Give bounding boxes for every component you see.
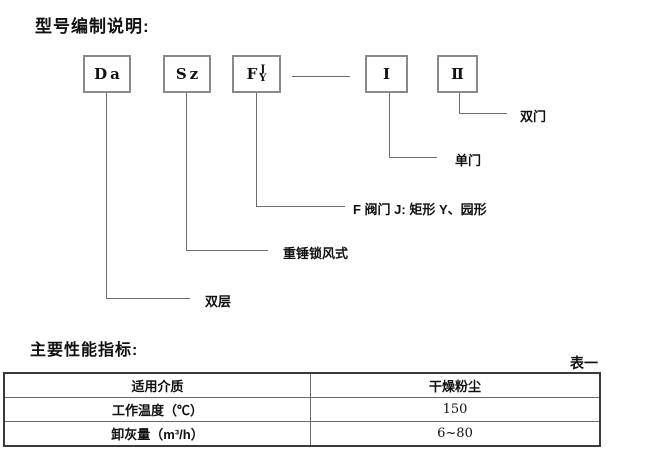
row-discharge-label: 卸灰量（m³/h） [3, 421, 311, 447]
model-code-f-label: F [246, 65, 258, 83]
callout-single-door: 单门 [455, 153, 482, 168]
leader-vertical-sz [186, 93, 187, 250]
callout-valve-shape: F 阀门 J: 矩形 Y、园形 [353, 202, 487, 217]
table-number-tag: 表一 [570, 355, 598, 371]
model-code-j-option: J [260, 64, 266, 75]
model-designation-title: 型号编制说明: [35, 17, 150, 36]
leader-horizontal-two [459, 113, 507, 114]
model-code-jy-stack: J Y [259, 64, 267, 84]
table-row: 适用介质 干燥粉尘 [3, 372, 601, 398]
model-code-box-da: Da [83, 55, 131, 93]
leader-vertical-da [106, 93, 107, 298]
performance-heading: 主要性能指标: [30, 342, 139, 359]
performance-table: 适用介质 干燥粉尘 工作温度（℃） 150 卸灰量（m³/h） 6~80 [3, 372, 601, 447]
model-code-one-label: I [382, 65, 391, 83]
model-code-sz-label: Sz [175, 65, 202, 83]
leader-horizontal-sz [186, 250, 268, 251]
connector-f-to-i [292, 76, 350, 77]
model-code-two-label: Ⅱ [451, 65, 464, 83]
row-medium-label: 适用介质 [3, 372, 311, 398]
table-row: 工作温度（℃） 150 [3, 397, 601, 422]
model-code-y-option: Y [259, 73, 267, 84]
row-medium-value: 干燥粉尘 [310, 372, 601, 398]
leader-horizontal-one [389, 157, 437, 158]
row-temperature-value: 150 [310, 397, 601, 422]
row-temperature-label: 工作温度（℃） [3, 397, 311, 422]
leader-vertical-one [389, 93, 390, 157]
leader-vertical-fjy [256, 93, 257, 206]
model-code-box-fjy: F J Y [232, 55, 281, 93]
leader-vertical-two [459, 93, 460, 113]
callout-double-door: 双门 [520, 109, 547, 124]
leader-horizontal-fjy [256, 206, 345, 207]
leader-horizontal-da [106, 298, 190, 299]
row-discharge-value: 6~80 [310, 421, 601, 447]
callout-double-layer: 双层 [205, 294, 232, 309]
callout-heavy-hammer-airlock: 重锤锁风式 [283, 246, 349, 261]
table-row: 卸灰量（m³/h） 6~80 [3, 421, 601, 447]
model-code-box-sz: Sz [163, 55, 211, 93]
model-code-box-two: Ⅱ [437, 55, 478, 93]
model-code-box-one: I [365, 55, 408, 93]
model-code-da-label: Da [94, 65, 123, 83]
